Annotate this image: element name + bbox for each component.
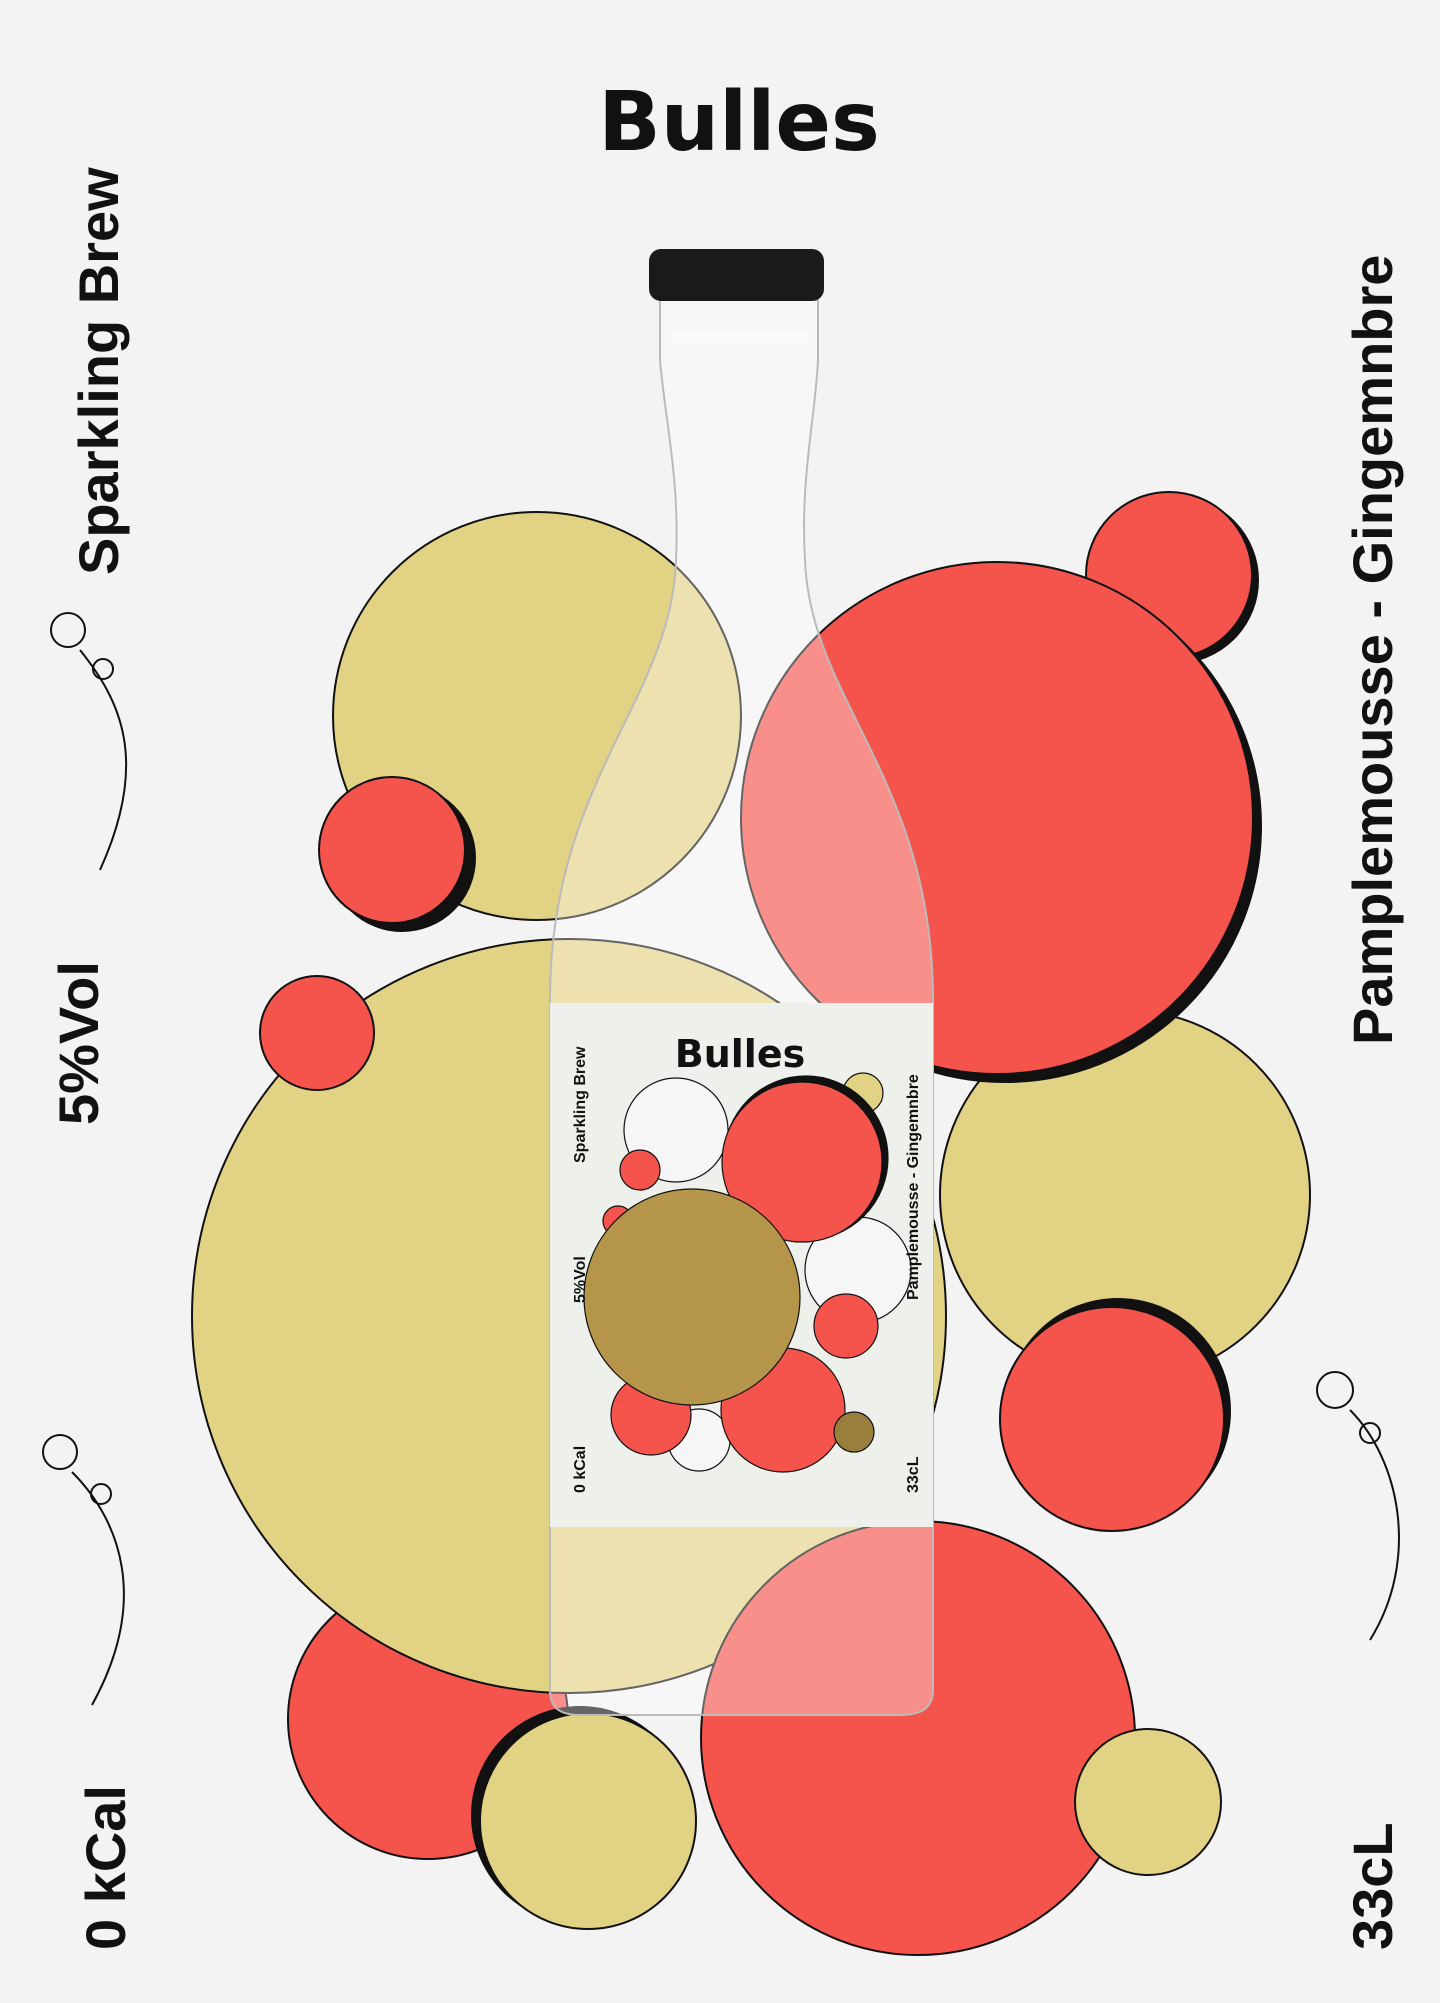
label-red-circle (813, 1293, 879, 1359)
yellow-circle (479, 1712, 697, 1930)
label-product-type: Sparkling Brew (572, 1046, 589, 1163)
bubble-doodle-icons (42, 612, 1400, 1706)
alcohol-text: 5%Vol (47, 961, 110, 1125)
red-circle (259, 975, 375, 1091)
label-brand-logo: Bulles (675, 1032, 805, 1076)
label-red-circle (619, 1149, 661, 1191)
bottle-lip (672, 330, 808, 344)
label-calories: 0 kCal (572, 1446, 589, 1493)
brand-logo-text: Bulles (598, 75, 880, 170)
red-circle (999, 1306, 1225, 1532)
bubble-doodle-icon (1316, 1371, 1400, 1641)
bubble-doodle-icon (50, 612, 128, 871)
red-circle (740, 561, 1254, 1075)
label-volume: 33cL (905, 1456, 922, 1493)
label-gold-circle (583, 1188, 801, 1406)
label-alcohol: 5%Vol (572, 1256, 589, 1303)
label-flavor: Pamplemousse - Gingemnbre (905, 1074, 922, 1300)
product-type-text: Sparkling Brew (67, 167, 130, 575)
bubble-doodle-icon (42, 1434, 125, 1706)
bottle-label: Bulles Sparkling Brew 5%Vol 0 kCal Pampl… (550, 1003, 933, 1527)
label-red-circle (721, 1081, 883, 1243)
label-gold-circle (833, 1411, 875, 1453)
yellow-circle (1074, 1728, 1222, 1876)
red-circle (318, 776, 466, 924)
calories-text: 0 kCal (74, 1785, 137, 1950)
bottle-cap (649, 249, 824, 301)
brand-logo: Bulles (598, 75, 880, 170)
flavor-text: Pamplemousse - Gingemnbre (1341, 255, 1404, 1045)
volume-text: 33cL (1341, 1822, 1404, 1950)
